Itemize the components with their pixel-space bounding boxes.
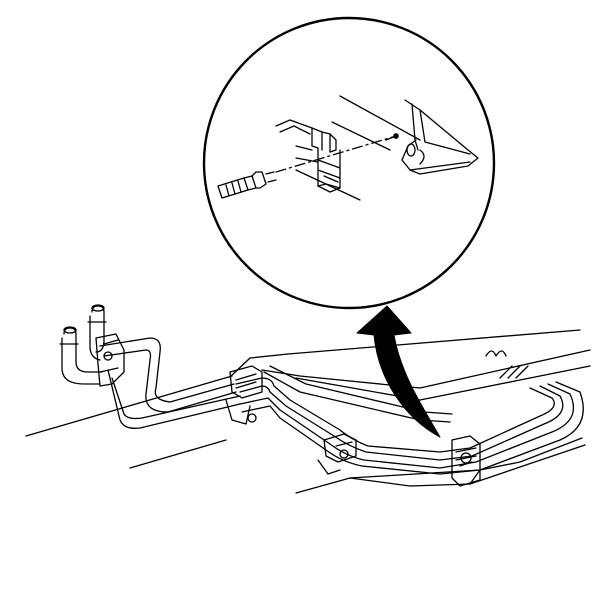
bolt [217,171,277,199]
clip-bracket [275,119,341,193]
frame-rail-bracket [385,99,479,175]
coupling-fittings [59,304,125,387]
pointer-arrow [356,305,441,438]
pipe-bundle [99,337,584,475]
detail-magnifier-circle [202,16,496,310]
pipe-clips [225,365,481,487]
alignment-centerline [275,135,397,173]
detail-magnifier [202,16,496,310]
